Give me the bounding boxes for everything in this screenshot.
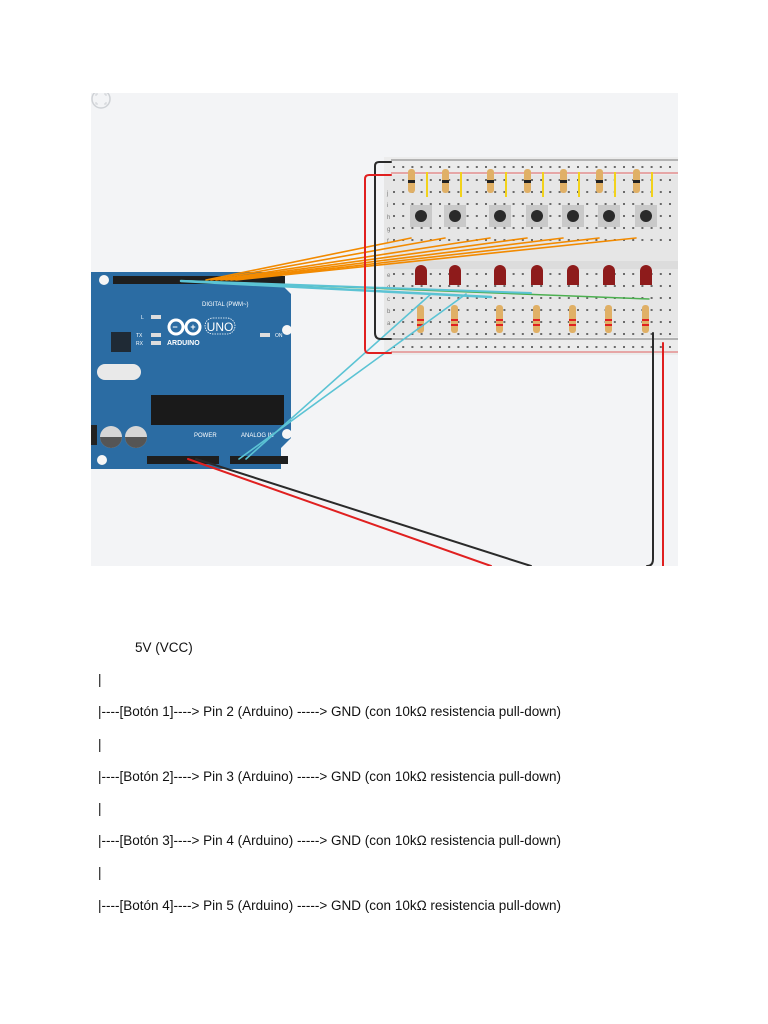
led	[449, 265, 461, 285]
svg-text:−: −	[172, 322, 177, 332]
wire-black	[195, 458, 532, 566]
text-line: 5V (VCC)	[135, 640, 193, 655]
led-rx-label: RX	[136, 341, 144, 347]
row-label: h	[387, 215, 390, 221]
text-line: |	[98, 737, 102, 752]
wire-orange	[230, 237, 600, 281]
wire-orange	[210, 237, 446, 281]
push-button-cap	[640, 210, 652, 222]
push-button-cap	[603, 210, 615, 222]
analog-label: ANALOG IN	[241, 433, 274, 439]
row-label: e	[387, 273, 391, 279]
fit-view-icon[interactable]	[91, 93, 111, 109]
row-label: c	[387, 297, 390, 303]
push-button-cap	[449, 210, 461, 222]
resistor-band	[487, 180, 494, 183]
resistor-band	[451, 324, 458, 326]
led	[531, 265, 543, 285]
text-line: |	[98, 801, 102, 816]
led-tx-label: TX	[136, 333, 143, 339]
row-label: i	[387, 203, 388, 209]
row-label: g	[387, 227, 390, 233]
row-label: j	[386, 191, 388, 197]
text-line: |	[98, 672, 102, 687]
led	[494, 265, 506, 285]
digital-header	[113, 276, 285, 284]
resistor-band	[408, 180, 415, 183]
resistor-band	[633, 180, 640, 183]
resistor-band	[560, 180, 567, 183]
led	[640, 265, 652, 285]
text-line: |	[98, 865, 102, 880]
push-button-cap	[531, 210, 543, 222]
resistor-band	[642, 319, 649, 321]
push-button-cap	[415, 210, 427, 222]
resistor-band	[524, 180, 531, 183]
analog-header	[230, 456, 288, 464]
wire-black	[646, 332, 654, 566]
arduino-uno-board: − + ARDUINO UNO DIGITAL (PWM~) POWER ANA…	[91, 272, 292, 469]
svg-text:+: +	[190, 322, 195, 332]
resistor-band	[596, 180, 603, 183]
resistor-band	[417, 319, 424, 321]
led	[567, 265, 579, 285]
wire-orange	[235, 237, 637, 281]
model-label: UNO	[207, 320, 234, 334]
led	[603, 265, 615, 285]
text-line: |----[Botón 2]----> Pin 3 (Arduino) ----…	[98, 769, 561, 784]
resistor-band	[605, 324, 612, 326]
on-label: ON	[275, 333, 283, 339]
microcontroller-chip	[151, 395, 284, 425]
wire-black	[374, 161, 392, 340]
led-l-label: L	[141, 315, 144, 321]
wire-orange	[225, 237, 564, 281]
push-button-cap	[567, 210, 579, 222]
text-line: |----[Botón 1]----> Pin 2 (Arduino) ----…	[98, 704, 561, 719]
text-line: |----[Botón 3]----> Pin 4 (Arduino) ----…	[98, 833, 561, 848]
row-label: a	[387, 321, 391, 327]
wire-red	[364, 174, 392, 354]
brand-label: ARDUINO	[167, 340, 200, 347]
push-button-cap	[494, 210, 506, 222]
resistor-band	[496, 324, 503, 326]
wire-orange	[215, 237, 491, 281]
wire-cyan	[179, 279, 493, 299]
resistor-band	[496, 319, 503, 321]
led	[415, 265, 427, 285]
wire-red	[187, 458, 492, 566]
power-label: POWER	[194, 433, 217, 439]
resistor-band	[533, 324, 540, 326]
wire-cyan	[185, 280, 532, 294]
resistor-band	[605, 319, 612, 321]
power-header	[147, 456, 219, 464]
wire-orange	[205, 237, 412, 281]
row-label: b	[387, 309, 391, 315]
resistor-band	[417, 324, 424, 326]
resistor-band	[642, 324, 649, 326]
resistor-band	[451, 319, 458, 321]
text-line: |----[Botón 4]----> Pin 5 (Arduino) ----…	[98, 898, 561, 913]
digital-label: DIGITAL (PWM~)	[202, 302, 249, 308]
resistor-band	[569, 319, 576, 321]
wire-cyan	[238, 293, 467, 460]
resistor-band	[533, 319, 540, 321]
resistor-band	[569, 324, 576, 326]
resistor-band	[442, 180, 449, 183]
